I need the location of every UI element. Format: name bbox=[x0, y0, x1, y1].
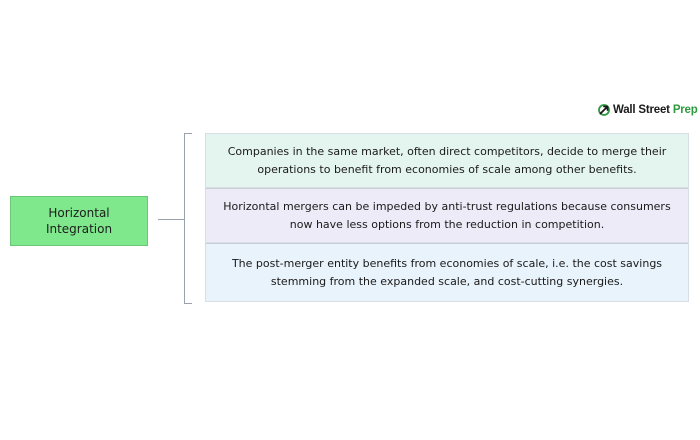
logo-wordmark-prep: Prep bbox=[672, 104, 698, 116]
connector-line bbox=[158, 219, 184, 220]
root-node-horizontal-integration: Horizontal Integration bbox=[10, 196, 148, 246]
detail-text: Horizontal mergers can be impeded by ant… bbox=[223, 199, 671, 231]
detail-box-benefits: The post-merger entity benefits from eco… bbox=[205, 243, 689, 302]
bracket-connector bbox=[184, 133, 192, 304]
detail-box-definition: Companies in the same market, often dire… bbox=[205, 133, 689, 188]
root-node-label: Horizontal Integration bbox=[45, 206, 113, 236]
logo-wordmark-wall-street: Wall Street bbox=[613, 104, 670, 116]
compass-arrow-icon bbox=[598, 104, 610, 116]
detail-list: Companies in the same market, often dire… bbox=[205, 133, 689, 302]
detail-box-regulation: Horizontal mergers can be impeded by ant… bbox=[205, 188, 689, 243]
detail-text: The post-merger entity benefits from eco… bbox=[231, 256, 663, 288]
detail-text: Companies in the same market, often dire… bbox=[227, 144, 667, 176]
